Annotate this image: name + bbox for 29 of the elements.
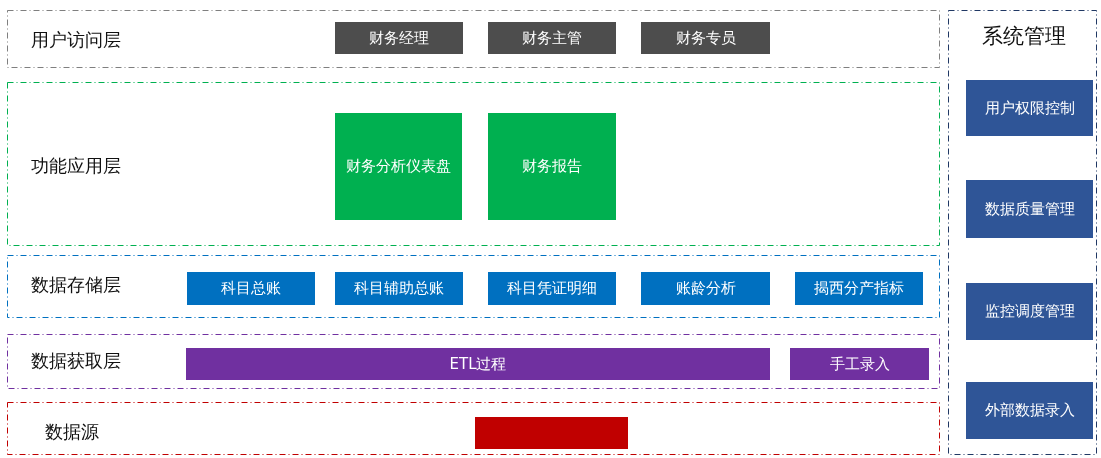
layer-title: 数据源 — [45, 420, 99, 444]
module-box: ETL过程 — [186, 348, 770, 380]
module-box: 监控调度管理 — [966, 283, 1093, 340]
layer-title: 数据获取层 — [31, 349, 121, 373]
module-box: 科目凭证明细 — [488, 272, 616, 305]
module-box: 财务主管 — [488, 22, 616, 54]
module-box: 科目辅助总账 — [335, 272, 463, 305]
layer-title: 数据存储层 — [31, 273, 121, 297]
module-box: 揭西分产指标 — [795, 272, 923, 305]
layer-band — [7, 334, 940, 389]
layer-title: 功能应用层 — [31, 154, 121, 178]
layer-band — [7, 255, 940, 318]
empty-box — [475, 417, 628, 449]
module-box: 外部数据录入 — [966, 382, 1093, 439]
layer-title: 系统管理 — [982, 23, 1066, 50]
layer-band — [7, 82, 940, 246]
module-box: 账龄分析 — [641, 272, 770, 305]
module-box: 财务报告 — [488, 113, 616, 220]
layer-title: 用户访问层 — [31, 28, 121, 52]
layer-band — [7, 10, 940, 68]
module-box: 用户权限控制 — [966, 80, 1093, 136]
module-box: 手工录入 — [790, 348, 929, 380]
layer-band — [7, 402, 940, 455]
module-box: 数据质量管理 — [966, 180, 1093, 238]
module-box: 财务分析仪表盘 — [335, 113, 462, 220]
module-box: 财务经理 — [335, 22, 463, 54]
module-box: 财务专员 — [641, 22, 770, 54]
module-box: 科目总账 — [187, 272, 315, 305]
side-panel — [948, 10, 1097, 455]
